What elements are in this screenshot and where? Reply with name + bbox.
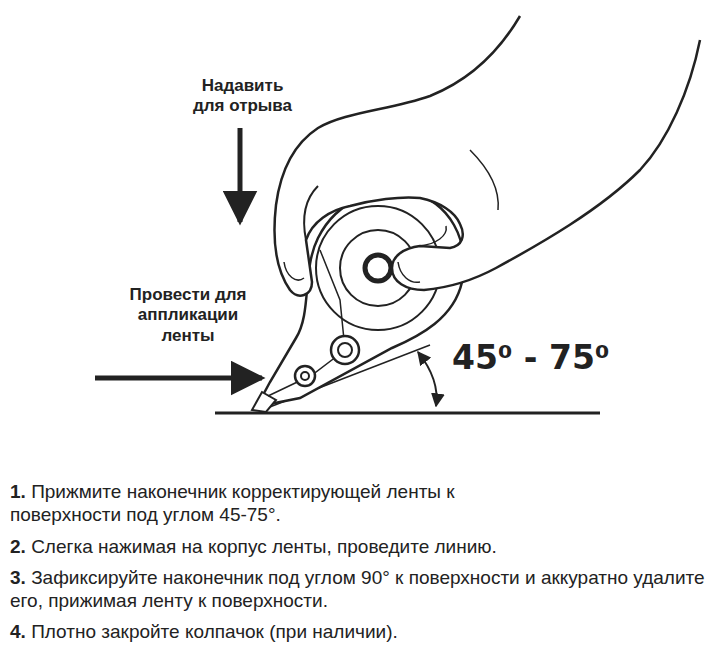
instruction-step: 2. Слегка нажимая на корпус ленты, прове… (10, 535, 722, 558)
angle-arc (418, 352, 437, 406)
thumb-line (304, 186, 318, 240)
surface-line (215, 412, 600, 415)
press-label: Надавить для отрыва (190, 76, 295, 117)
press-arrow (238, 128, 243, 222)
angle-label: 45⁰ - 75⁰ (452, 338, 622, 378)
drag-label: Провести для аппликации ленты (118, 285, 258, 346)
instruction-step: 4. Плотно закройте колпачок (при наличии… (10, 620, 722, 643)
thumb-nail (284, 262, 304, 280)
step-number: 1. (10, 481, 26, 502)
instruction-step: 3. Зафиксируйте наконечник под углом 90°… (10, 566, 722, 612)
instruction-step: 1. Прижмите наконечник корректирующей ле… (10, 480, 495, 526)
hand (275, 16, 700, 296)
dispenser-tip (252, 392, 276, 412)
drag-arrow (95, 376, 262, 381)
roller-small-hub (301, 372, 309, 380)
step-text: Зафиксируйте наконечник под углом 90° к … (10, 567, 705, 611)
step-number: 4. (10, 621, 26, 642)
step-number: 3. (10, 567, 26, 588)
finger-nail (398, 262, 420, 282)
knuckle-line (470, 150, 498, 210)
step-number: 2. (10, 536, 26, 557)
step-text: Слегка нажимая на корпус ленты, проведит… (31, 536, 497, 557)
roller-large-hub (338, 343, 352, 357)
reel-hub (365, 255, 391, 281)
roller-large (331, 336, 359, 364)
step-text: Прижмите наконечник корректирующей ленты… (10, 481, 455, 525)
step-text: Плотно закройте колпачок (при наличии). (31, 621, 398, 642)
roller-small (295, 366, 315, 386)
finger-line (420, 226, 446, 246)
